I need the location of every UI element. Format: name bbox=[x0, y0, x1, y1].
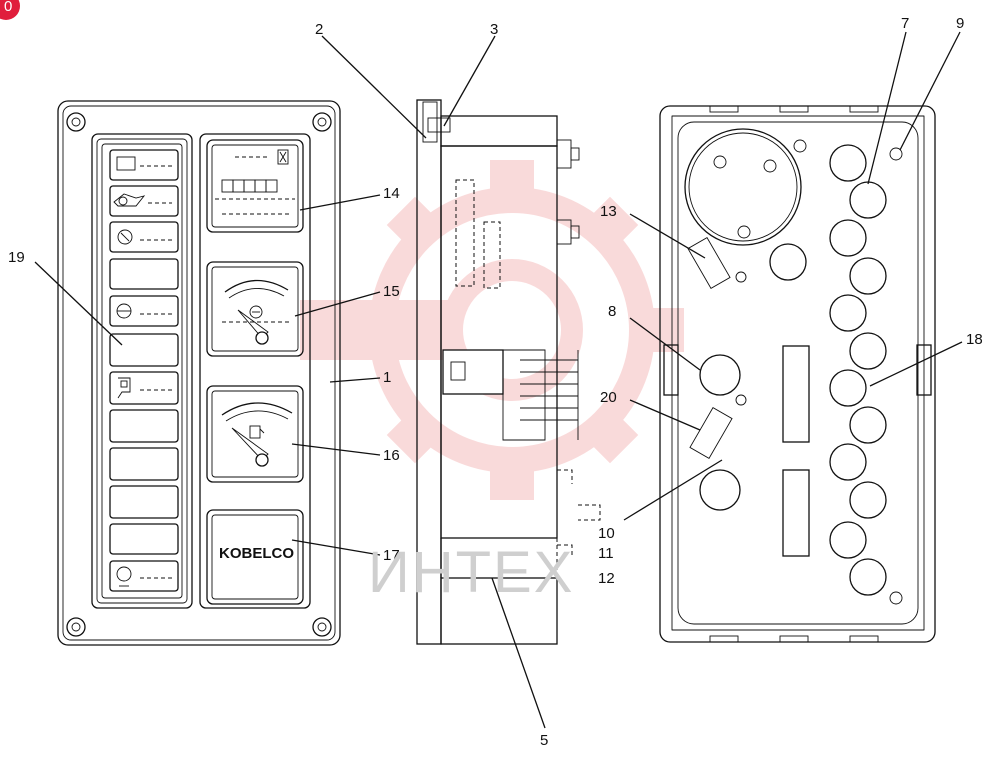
callout-15: 15 bbox=[383, 283, 400, 300]
coolant-icon bbox=[116, 303, 172, 319]
hourmeter-icon bbox=[277, 149, 289, 165]
side-connector bbox=[442, 349, 504, 395]
callout-10: 10 bbox=[598, 525, 615, 542]
callout-18: 18 bbox=[966, 331, 983, 348]
side-view bbox=[416, 99, 601, 645]
callout-1: 1 bbox=[383, 369, 391, 386]
callout-12: 12 bbox=[598, 570, 615, 587]
lamp-window-7 bbox=[109, 371, 179, 405]
brand-plate-text: KOBELCO bbox=[219, 545, 294, 562]
oil-pressure-icon bbox=[116, 566, 172, 587]
callout-numbers: 2 3 7 9 13 14 15 1 16 17 19 8 20 10 11 1… bbox=[8, 15, 983, 749]
leader-lines bbox=[34, 31, 963, 729]
lamp-window-4 bbox=[109, 258, 179, 290]
brand-plate: KOBELCO bbox=[206, 509, 304, 605]
watermark-text: ИНТЕХ bbox=[368, 540, 574, 605]
lamp-sockets bbox=[699, 144, 887, 596]
corner-badge: 0 bbox=[0, 0, 20, 20]
gauge-column: KOBELCO bbox=[199, 133, 311, 609]
callout-17: 17 bbox=[383, 547, 400, 564]
battery-icon bbox=[116, 156, 172, 171]
hourmeter bbox=[206, 139, 304, 233]
callout-7: 7 bbox=[901, 15, 909, 32]
lamp-window-10 bbox=[109, 485, 179, 519]
callout-13: 13 bbox=[600, 203, 617, 220]
callout-5: 5 bbox=[540, 732, 548, 749]
fuel-gauge-icon bbox=[249, 425, 265, 439]
oil-can-icon bbox=[113, 193, 172, 207]
callout-8: 8 bbox=[608, 303, 616, 320]
lamp-window-11 bbox=[109, 523, 179, 555]
callout-3: 3 bbox=[490, 21, 498, 38]
lamp-window-6 bbox=[109, 333, 179, 367]
lamp-window-8 bbox=[109, 409, 179, 443]
callout-19: 19 bbox=[8, 249, 25, 266]
lamp-window-1 bbox=[109, 149, 179, 181]
mounting-screw-icon bbox=[793, 139, 903, 605]
callout-9: 9 bbox=[956, 15, 964, 32]
callout-2: 2 bbox=[315, 21, 323, 38]
mounting-screw-icon bbox=[66, 112, 332, 637]
callout-16: 16 bbox=[383, 447, 400, 464]
temp-gauge bbox=[206, 261, 304, 357]
callout-14: 14 bbox=[383, 185, 400, 202]
fuel-gauge bbox=[206, 385, 304, 483]
front-view: KOBELCO bbox=[57, 100, 341, 646]
engine-temp-icon bbox=[117, 229, 172, 245]
callout-20: 20 bbox=[600, 389, 617, 406]
watermark-gear bbox=[300, 160, 684, 500]
warning-lamp-column bbox=[91, 133, 193, 609]
callout-11: 11 bbox=[598, 545, 614, 562]
lamp-window-5 bbox=[109, 295, 179, 327]
lamp-window-3 bbox=[109, 221, 179, 253]
lamp-window-12 bbox=[109, 560, 179, 592]
filter-icon bbox=[117, 377, 172, 399]
badge-label: 0 bbox=[4, 0, 12, 15]
rear-view bbox=[659, 105, 936, 643]
lamp-window-9 bbox=[109, 447, 179, 481]
temp-gauge-icon bbox=[249, 305, 263, 319]
lamp-window-2 bbox=[109, 185, 179, 217]
